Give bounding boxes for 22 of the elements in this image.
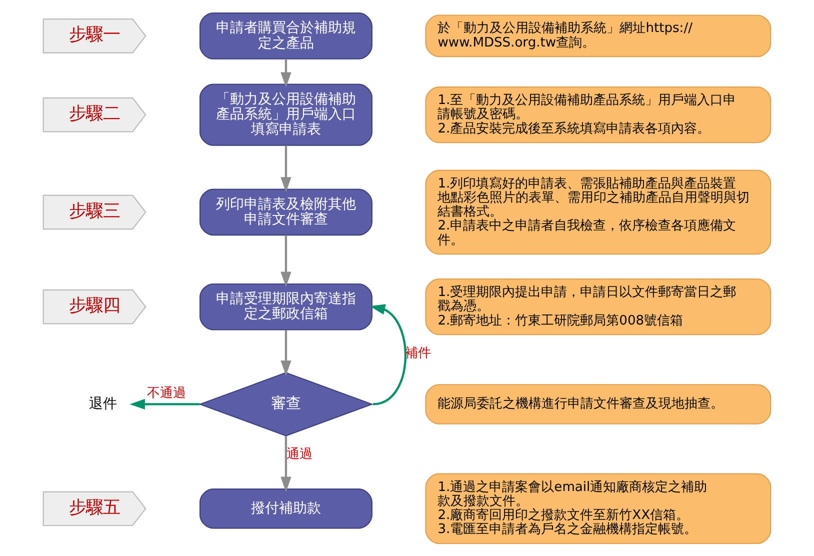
arrow (280, 58, 292, 88)
node-box: 於「動力及公用設備補助系統」網址https://www.MDSS.org.tw查詢。 (425, 14, 772, 58)
arrow (370, 304, 406, 406)
arrow (280, 146, 292, 192)
edge-label: 不通過 (146, 386, 186, 402)
node-diamond: 審查 (198, 372, 374, 436)
arrow (280, 330, 292, 376)
arrow (280, 235, 292, 287)
node-text: 退件 (89, 396, 118, 412)
node-box: 申請受理期限內寄達指定之郵政信箱 (199, 283, 372, 330)
node-box: 1.受理期限內提出申請，申請日以文件郵寄當日之郵戳為憑。 2.郵寄地址：竹東工研院郵局第008號信箱 (425, 278, 772, 336)
node-box: 1.通過之申請案會以email通知廠商核定之補助款及撥款文件。 2.廠商寄回用印之撥款文件至新竹XX信箱。 3.電匯至申請者為戶名之金融機構指定帳號。 (425, 473, 772, 544)
node-box: 「動力及公用設備補助產品系統」用戶端入口填寫申請表 (199, 84, 372, 146)
node-box: 申請者購買合於補助規定之產品 (199, 12, 372, 60)
node-box: 列印申請表及檢附其他申請文件審查 (199, 188, 372, 236)
node-box: 1.列印填寫好的申請表、需張貼補助產品與產品裝置地點彩色照片的表單、需用印之補助產品自用聲明與切結書格式。 2.申請表中之申請者自我檢查，依序檢查各項應備文件。 (425, 170, 772, 255)
arrow (130, 398, 200, 410)
node-box: 撥付補助款 (199, 488, 372, 529)
arrow (280, 436, 292, 492)
edge-label: 通過 (286, 447, 313, 462)
node-box: 能源局委託之機構進行申請文件審查及現地抽查。 (425, 384, 772, 424)
node-box: 1.至「動力及公用設備補助產品系統」用戶端入口申請帳號及密碼。 2.產品安裝完成後至系統填寫申請表各項內容。 (425, 86, 772, 144)
